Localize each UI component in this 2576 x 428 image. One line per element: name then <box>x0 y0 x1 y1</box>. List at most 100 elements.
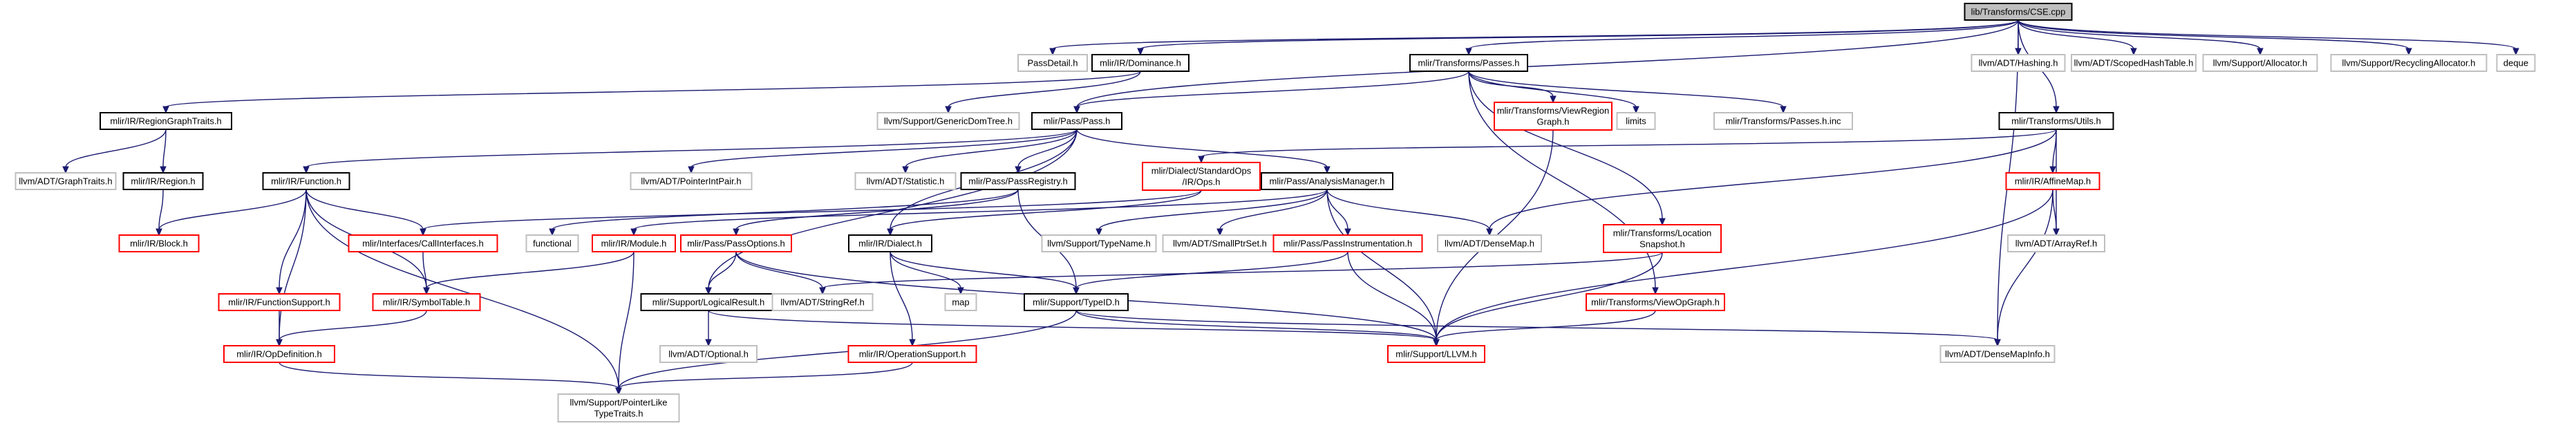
node-pass[interactable]: mlir/Pass/Pass.h <box>1031 112 1122 130</box>
edge-root-to-passdetail <box>1052 19 2019 50</box>
edge-root-to-pass <box>1076 19 2019 108</box>
node-callinterfaces[interactable]: mlir/Interfaces/CallInterfaces.h <box>348 234 498 252</box>
node-box-utils <box>1998 112 2114 130</box>
node-llvm[interactable]: mlir/Support/LLVM.h <box>1387 345 1485 363</box>
node-funcsupport[interactable]: mlir/IR/FunctionSupport.h <box>218 293 341 311</box>
node-map[interactable]: map <box>944 293 977 311</box>
node-typeid[interactable]: mlir/Support/TypeID.h <box>1024 293 1129 311</box>
node-label-scopedhash: llvm/ADT/ScopedHashTable.h <box>2074 58 2194 68</box>
arrowhead-passes-to-limits <box>1633 106 1639 114</box>
node-smallptrset[interactable]: llvm/ADT/SmallPtrSet.h <box>1162 234 1278 252</box>
node-passdetail[interactable]: PassDetail.h <box>1017 54 1088 72</box>
node-logicalresult[interactable]: mlir/Support/LogicalResult.h <box>640 293 777 311</box>
node-dominance[interactable]: mlir/IR/Dominance.h <box>1091 54 1190 72</box>
node-opdefinition[interactable]: mlir/IR/OpDefinition.h <box>223 345 335 363</box>
node-allocator[interactable]: llvm/Support/Allocator.h <box>2202 54 2318 72</box>
node-affinemap[interactable]: mlir/IR/AffineMap.h <box>2005 172 2100 190</box>
node-label-viewopgraph: mlir/Transforms/ViewOpGraph.h <box>1591 297 1720 308</box>
node-viewopgraph[interactable]: mlir/Transforms/ViewOpGraph.h <box>1586 293 1725 311</box>
node-label-locsnapshot: Snapshot.h <box>1639 239 1685 250</box>
node-label-typename: llvm/Support/TypeName.h <box>1047 239 1151 249</box>
edge-analysismanager-to-llvm <box>1326 189 1437 341</box>
edge-typeid-to-densemapinfo <box>1075 310 1998 341</box>
edge-analysismanager-to-module <box>633 189 1328 230</box>
node-densemap[interactable]: llvm/ADT/DenseMap.h <box>1437 234 1542 252</box>
node-label-passes: mlir/Transforms/Passes.h <box>1418 58 1520 68</box>
node-passinstr[interactable]: mlir/Pass/PassInstrumentation.h <box>1272 234 1423 252</box>
edge-pass-to-pointerintpair <box>690 129 1078 168</box>
node-label-passoptions: mlir/Pass/PassOptions.h <box>687 239 785 249</box>
node-densemapinfo[interactable]: llvm/ADT/DenseMapInfo.h <box>1939 345 2056 363</box>
node-symboltable[interactable]: mlir/IR/SymbolTable.h <box>372 293 481 311</box>
node-module[interactable]: mlir/IR/Module.h <box>592 234 676 252</box>
node-label-root: lib/Transforms/CSE.cpp <box>1971 7 2066 17</box>
node-opsupport[interactable]: mlir/IR/OperationSupport.h <box>847 345 977 363</box>
node-box-region <box>122 172 204 190</box>
node-label-graphtraits: llvm/ADT/GraphTraits.h <box>19 176 112 187</box>
edge-opdefinition-to-pointerlike <box>279 362 619 389</box>
node-block[interactable]: mlir/IR/Block.h <box>118 234 200 252</box>
node-passoptions[interactable]: mlir/Pass/PassOptions.h <box>680 234 792 252</box>
edges-layer <box>62 19 2519 396</box>
edge-root-to-recycling <box>2018 19 2409 50</box>
node-label-passesinc: mlir/Transforms/Passes.h.inc <box>1725 116 1841 127</box>
node-statistic[interactable]: llvm/ADT/Statistic.h <box>854 172 957 190</box>
edge-passes-to-locsnapshot <box>1468 71 1663 220</box>
edge-passinstr-to-typeid <box>1075 251 1348 289</box>
node-functional[interactable]: functional <box>525 234 579 252</box>
node-label-regiongraphtraits: mlir/IR/RegionGraphTraits.h <box>110 116 221 127</box>
arrowhead-typeid-to-densemapinfo <box>1994 339 2001 347</box>
node-label-pointerlike: TypeTraits.h <box>594 409 643 419</box>
node-typename[interactable]: llvm/Support/TypeName.h <box>1041 234 1157 252</box>
edge-regiongraphtraits-to-graphtraits <box>65 129 167 168</box>
node-arrayref[interactable]: llvm/ADT/ArrayRef.h <box>2007 234 2105 252</box>
node-recycling[interactable]: llvm/Support/RecyclingAllocator.h <box>2330 54 2488 72</box>
arrowhead-passregistry-to-functional <box>549 228 556 236</box>
node-stringref[interactable]: llvm/ADT/StringRef.h <box>771 293 874 311</box>
node-limits[interactable]: limits <box>1616 112 1656 130</box>
node-label-stringref: llvm/ADT/StringRef.h <box>780 297 864 308</box>
node-passregistry[interactable]: mlir/Pass/PassRegistry.h <box>960 172 1076 190</box>
edge-root-to-allocator <box>2018 19 2261 50</box>
arrowhead-analysismanager-to-densemap <box>1486 228 1493 236</box>
node-hashing[interactable]: llvm/ADT/Hashing.h <box>1971 54 2066 72</box>
node-genericdomtree[interactable]: llvm/Support/GenericDomTree.h <box>876 112 1020 130</box>
node-label-deque: deque <box>2503 58 2528 68</box>
node-region[interactable]: mlir/IR/Region.h <box>122 172 204 190</box>
node-label-densemap: llvm/ADT/DenseMap.h <box>1445 239 1534 249</box>
node-utils[interactable]: mlir/Transforms/Utils.h <box>1998 112 2114 130</box>
node-box-symboltable <box>372 293 481 311</box>
arrowhead-passes-to-pass <box>1073 106 1080 114</box>
node-optional[interactable]: llvm/ADT/Optional.h <box>659 345 758 363</box>
node-scopedhash[interactable]: llvm/ADT/ScopedHashTable.h <box>2071 54 2197 72</box>
edge-pass-to-analysismanager <box>1076 129 1328 168</box>
arrowhead-passes-to-viewopgraph <box>1652 287 1659 295</box>
node-function[interactable]: mlir/IR/Function.h <box>262 172 350 190</box>
node-deque[interactable]: deque <box>2496 54 2536 72</box>
node-label-recycling: llvm/Support/RecyclingAllocator.h <box>2342 58 2476 68</box>
edge-typeid-to-pointerlike <box>618 310 1077 389</box>
arrowhead-root-to-deque <box>2512 48 2519 56</box>
node-regiongraphtraits[interactable]: mlir/IR/RegionGraphTraits.h <box>100 112 232 130</box>
node-stdops[interactable]: mlir/Dialect/StandardOps/IR/Ops.h <box>1142 162 1261 191</box>
node-graphtraits[interactable]: llvm/ADT/GraphTraits.h <box>15 172 117 190</box>
node-passes[interactable]: mlir/Transforms/Passes.h <box>1409 54 1528 72</box>
node-box-functional <box>525 234 579 252</box>
edge-root-to-deque <box>2018 19 2517 50</box>
edge-regiongraphtraits-to-region <box>162 129 167 168</box>
edge-pass-to-statistic <box>905 129 1078 168</box>
edge-function-to-opdefinition <box>279 189 307 341</box>
node-box-affinemap <box>2005 172 2100 190</box>
node-analysismanager[interactable]: mlir/Pass/AnalysisManager.h <box>1261 172 1393 190</box>
node-pointerintpair[interactable]: llvm/ADT/PointerIntPair.h <box>630 172 753 190</box>
edge-analysismanager-to-densemap <box>1326 189 1490 230</box>
arrowhead-root-to-passes <box>1465 48 1472 56</box>
edge-utils-to-densemap <box>1489 129 2057 230</box>
node-dialect[interactable]: mlir/IR/Dialect.h <box>848 234 932 252</box>
node-passesinc[interactable]: mlir/Transforms/Passes.h.inc <box>1713 112 1853 130</box>
node-label-smallptrset: llvm/ADT/SmallPtrSet.h <box>1173 239 1267 249</box>
